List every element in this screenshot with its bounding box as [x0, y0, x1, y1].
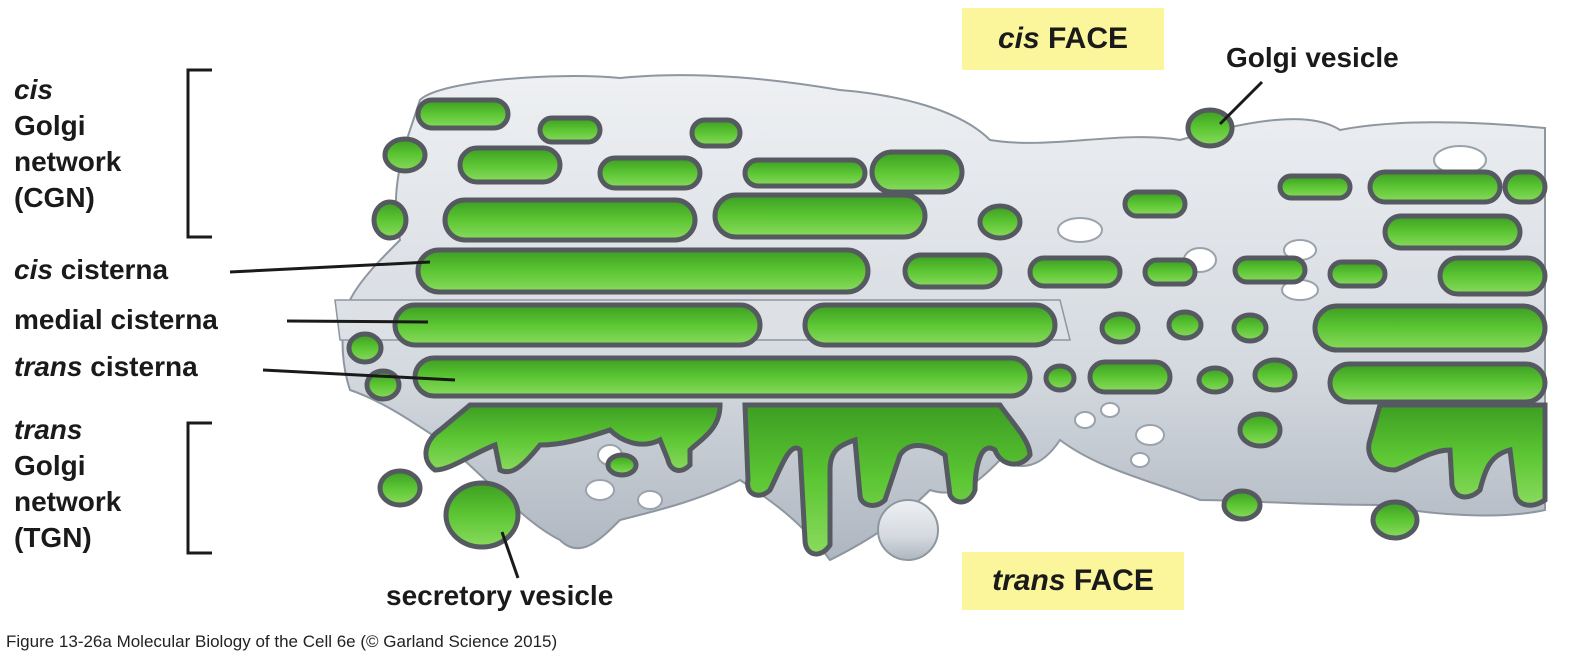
secretory-vesicle-label: secretory vesicle: [386, 580, 614, 611]
tgn-label: trans Golgi network (TGN): [14, 412, 121, 556]
cgn-cisternae: [415, 97, 1548, 251]
trans-cisterna-label-italic: trans: [14, 351, 83, 382]
secretory-vesicle-shape: [443, 480, 521, 550]
medial-cisterna-shape: [392, 302, 763, 348]
cis-face-rest: FACE: [1039, 22, 1129, 55]
cis-cisterna-label: cis cisterna: [14, 252, 168, 288]
trans-face-italic: trans: [992, 564, 1066, 597]
leader-lines: [229, 80, 1264, 579]
cgn-label: cis Golgi network (CGN): [14, 72, 121, 216]
vesicles: [346, 107, 1420, 550]
tgn-bracket: [186, 421, 212, 555]
tgn-label-line2: Golgi: [14, 450, 86, 481]
golgi-vesicle-label: Golgi vesicle: [1226, 42, 1399, 73]
empty-vesicle: [877, 499, 939, 561]
figure-caption: Figure 13-26a Molecular Biology of the C…: [6, 632, 558, 651]
golgi-vesicle-leader: [1218, 80, 1264, 126]
cis-face-box: cis FACE: [962, 8, 1164, 70]
trans-face-rest: FACE: [1065, 564, 1154, 597]
fenestrations: [585, 145, 1487, 510]
cis-cisterna-label-rest: cisterna: [52, 254, 169, 285]
secretory-vesicle-leader: [500, 531, 520, 579]
medial-cisterna-label: medial cisterna: [14, 304, 218, 335]
main-cisternae: [392, 247, 1548, 405]
cis-face-italic: cis: [997, 22, 1040, 55]
cis-cisterna-shape: [415, 247, 871, 295]
tgn-tubules: [423, 402, 1548, 557]
cgn-label-line3: network: [14, 146, 122, 177]
tgn-label-line3: network: [14, 486, 122, 517]
brackets: [186, 68, 212, 555]
trans-cisterna-shape: [412, 355, 1033, 399]
trans-cisterna-leader: [262, 368, 456, 382]
trans-cisterna-label: trans cisterna: [14, 349, 198, 385]
cis-cisterna-label-italic: cis: [14, 254, 53, 285]
trans-cisterna-label-rest: cisterna: [82, 351, 198, 382]
cgn-label-line4: (CGN): [14, 182, 95, 213]
cgn-bracket: [186, 68, 212, 239]
golgi-vesicle-shape: [1185, 107, 1235, 149]
medial-cisterna-leader: [286, 319, 429, 324]
trans-face-box: trans FACE: [962, 552, 1184, 610]
cgn-label-line1: cis: [14, 74, 53, 105]
cgn-label-line2: Golgi: [14, 110, 86, 141]
tgn-label-line1: trans: [14, 414, 83, 445]
cis-cisterna-leader: [229, 260, 431, 274]
tgn-label-line4: (TGN): [14, 522, 92, 553]
